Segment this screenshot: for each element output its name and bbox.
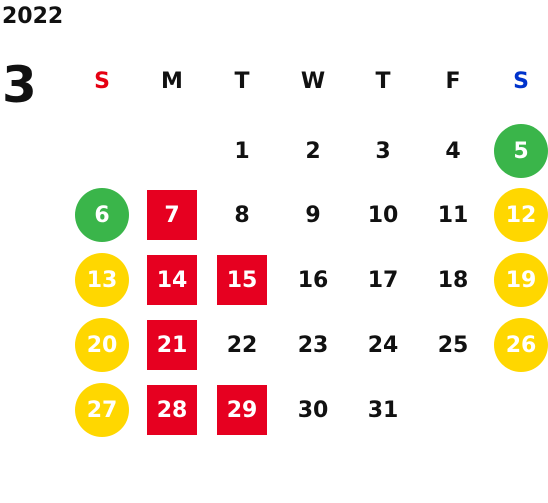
calendar-day[interactable]: 1: [212, 125, 272, 177]
day-number: 10: [367, 202, 399, 228]
day-number: 19: [505, 267, 537, 293]
day-number: 4: [445, 138, 461, 164]
calendar-day[interactable]: 6: [72, 188, 132, 242]
calendar-day[interactable]: 26: [491, 318, 548, 372]
day-number: 25: [437, 332, 469, 358]
weekday-header: W: [300, 68, 326, 94]
calendar-day[interactable]: 11: [423, 189, 483, 241]
calendar-day[interactable]: 31: [353, 384, 413, 436]
day-marker-circle: [494, 188, 548, 242]
calendar-day[interactable]: 23: [283, 319, 343, 371]
day-number: 9: [305, 202, 321, 228]
calendar-day[interactable]: 13: [72, 253, 132, 307]
day-number: 30: [297, 397, 329, 423]
calendar-day[interactable]: 16: [283, 254, 343, 306]
weekday-header: S: [513, 68, 529, 94]
calendar-year: 2022: [2, 4, 64, 29]
calendar-day[interactable]: 24: [353, 319, 413, 371]
day-number: 6: [94, 202, 110, 228]
day-marker-circle: [494, 318, 548, 372]
day-number: 21: [156, 332, 188, 358]
day-number: 31: [367, 397, 399, 423]
day-number: 2: [305, 138, 321, 164]
calendar-day[interactable]: 15: [212, 254, 272, 306]
calendar-day[interactable]: 5: [491, 124, 548, 178]
day-marker-square: [217, 255, 267, 305]
day-number: 24: [367, 332, 399, 358]
day-number: 17: [367, 267, 399, 293]
calendar-day[interactable]: 29: [212, 384, 272, 436]
calendar-day[interactable]: 3: [353, 125, 413, 177]
day-marker-circle: [75, 188, 129, 242]
calendar-day[interactable]: 18: [423, 254, 483, 306]
day-number: 23: [297, 332, 329, 358]
day-marker-square: [147, 255, 197, 305]
calendar-day[interactable]: 17: [353, 254, 413, 306]
day-number: 7: [164, 202, 180, 228]
calendar-day[interactable]: 27: [72, 383, 132, 437]
calendar-day[interactable]: 19: [491, 253, 548, 307]
day-number: 8: [234, 202, 250, 228]
calendar-day[interactable]: 25: [423, 319, 483, 371]
day-marker-circle: [494, 253, 548, 307]
calendar-day[interactable]: 28: [142, 384, 202, 436]
weekday-header: S: [94, 68, 110, 94]
calendar-day[interactable]: 9: [283, 189, 343, 241]
day-number: 22: [226, 332, 258, 358]
day-marker-circle: [75, 253, 129, 307]
day-marker-circle: [494, 124, 548, 178]
calendar-day[interactable]: 20: [72, 318, 132, 372]
calendar-day[interactable]: 10: [353, 189, 413, 241]
day-number: 29: [226, 397, 258, 423]
day-number: 16: [297, 267, 329, 293]
day-number: 20: [86, 332, 118, 358]
calendar-day[interactable]: 12: [491, 188, 548, 242]
day-marker-square: [147, 320, 197, 370]
day-number: 15: [226, 267, 258, 293]
calendar-day[interactable]: 14: [142, 254, 202, 306]
day-number: 14: [156, 267, 188, 293]
calendar-day[interactable]: 7: [142, 189, 202, 241]
day-number: 27: [86, 397, 118, 423]
day-marker-square: [147, 190, 197, 240]
day-marker-circle: [75, 318, 129, 372]
day-number: 5: [513, 138, 529, 164]
day-number: 26: [505, 332, 537, 358]
calendar-day[interactable]: 2: [283, 125, 343, 177]
calendar-day[interactable]: 21: [142, 319, 202, 371]
day-number: 18: [437, 267, 469, 293]
day-number: 1: [234, 138, 250, 164]
calendar-day[interactable]: 30: [283, 384, 343, 436]
day-marker-circle: [75, 383, 129, 437]
calendar-day[interactable]: 8: [212, 189, 272, 241]
day-number: 11: [437, 202, 469, 228]
day-number: 28: [156, 397, 188, 423]
weekday-header: T: [375, 68, 391, 94]
weekday-header: T: [234, 68, 250, 94]
weekday-header: M: [161, 68, 183, 94]
calendar-day[interactable]: 22: [212, 319, 272, 371]
calendar-day[interactable]: 4: [423, 125, 483, 177]
weekday-header: F: [445, 68, 461, 94]
day-marker-square: [147, 385, 197, 435]
day-marker-square: [217, 385, 267, 435]
calendar-month: 3: [2, 56, 37, 114]
day-number: 12: [505, 202, 537, 228]
day-number: 3: [375, 138, 391, 164]
day-number: 13: [86, 267, 118, 293]
